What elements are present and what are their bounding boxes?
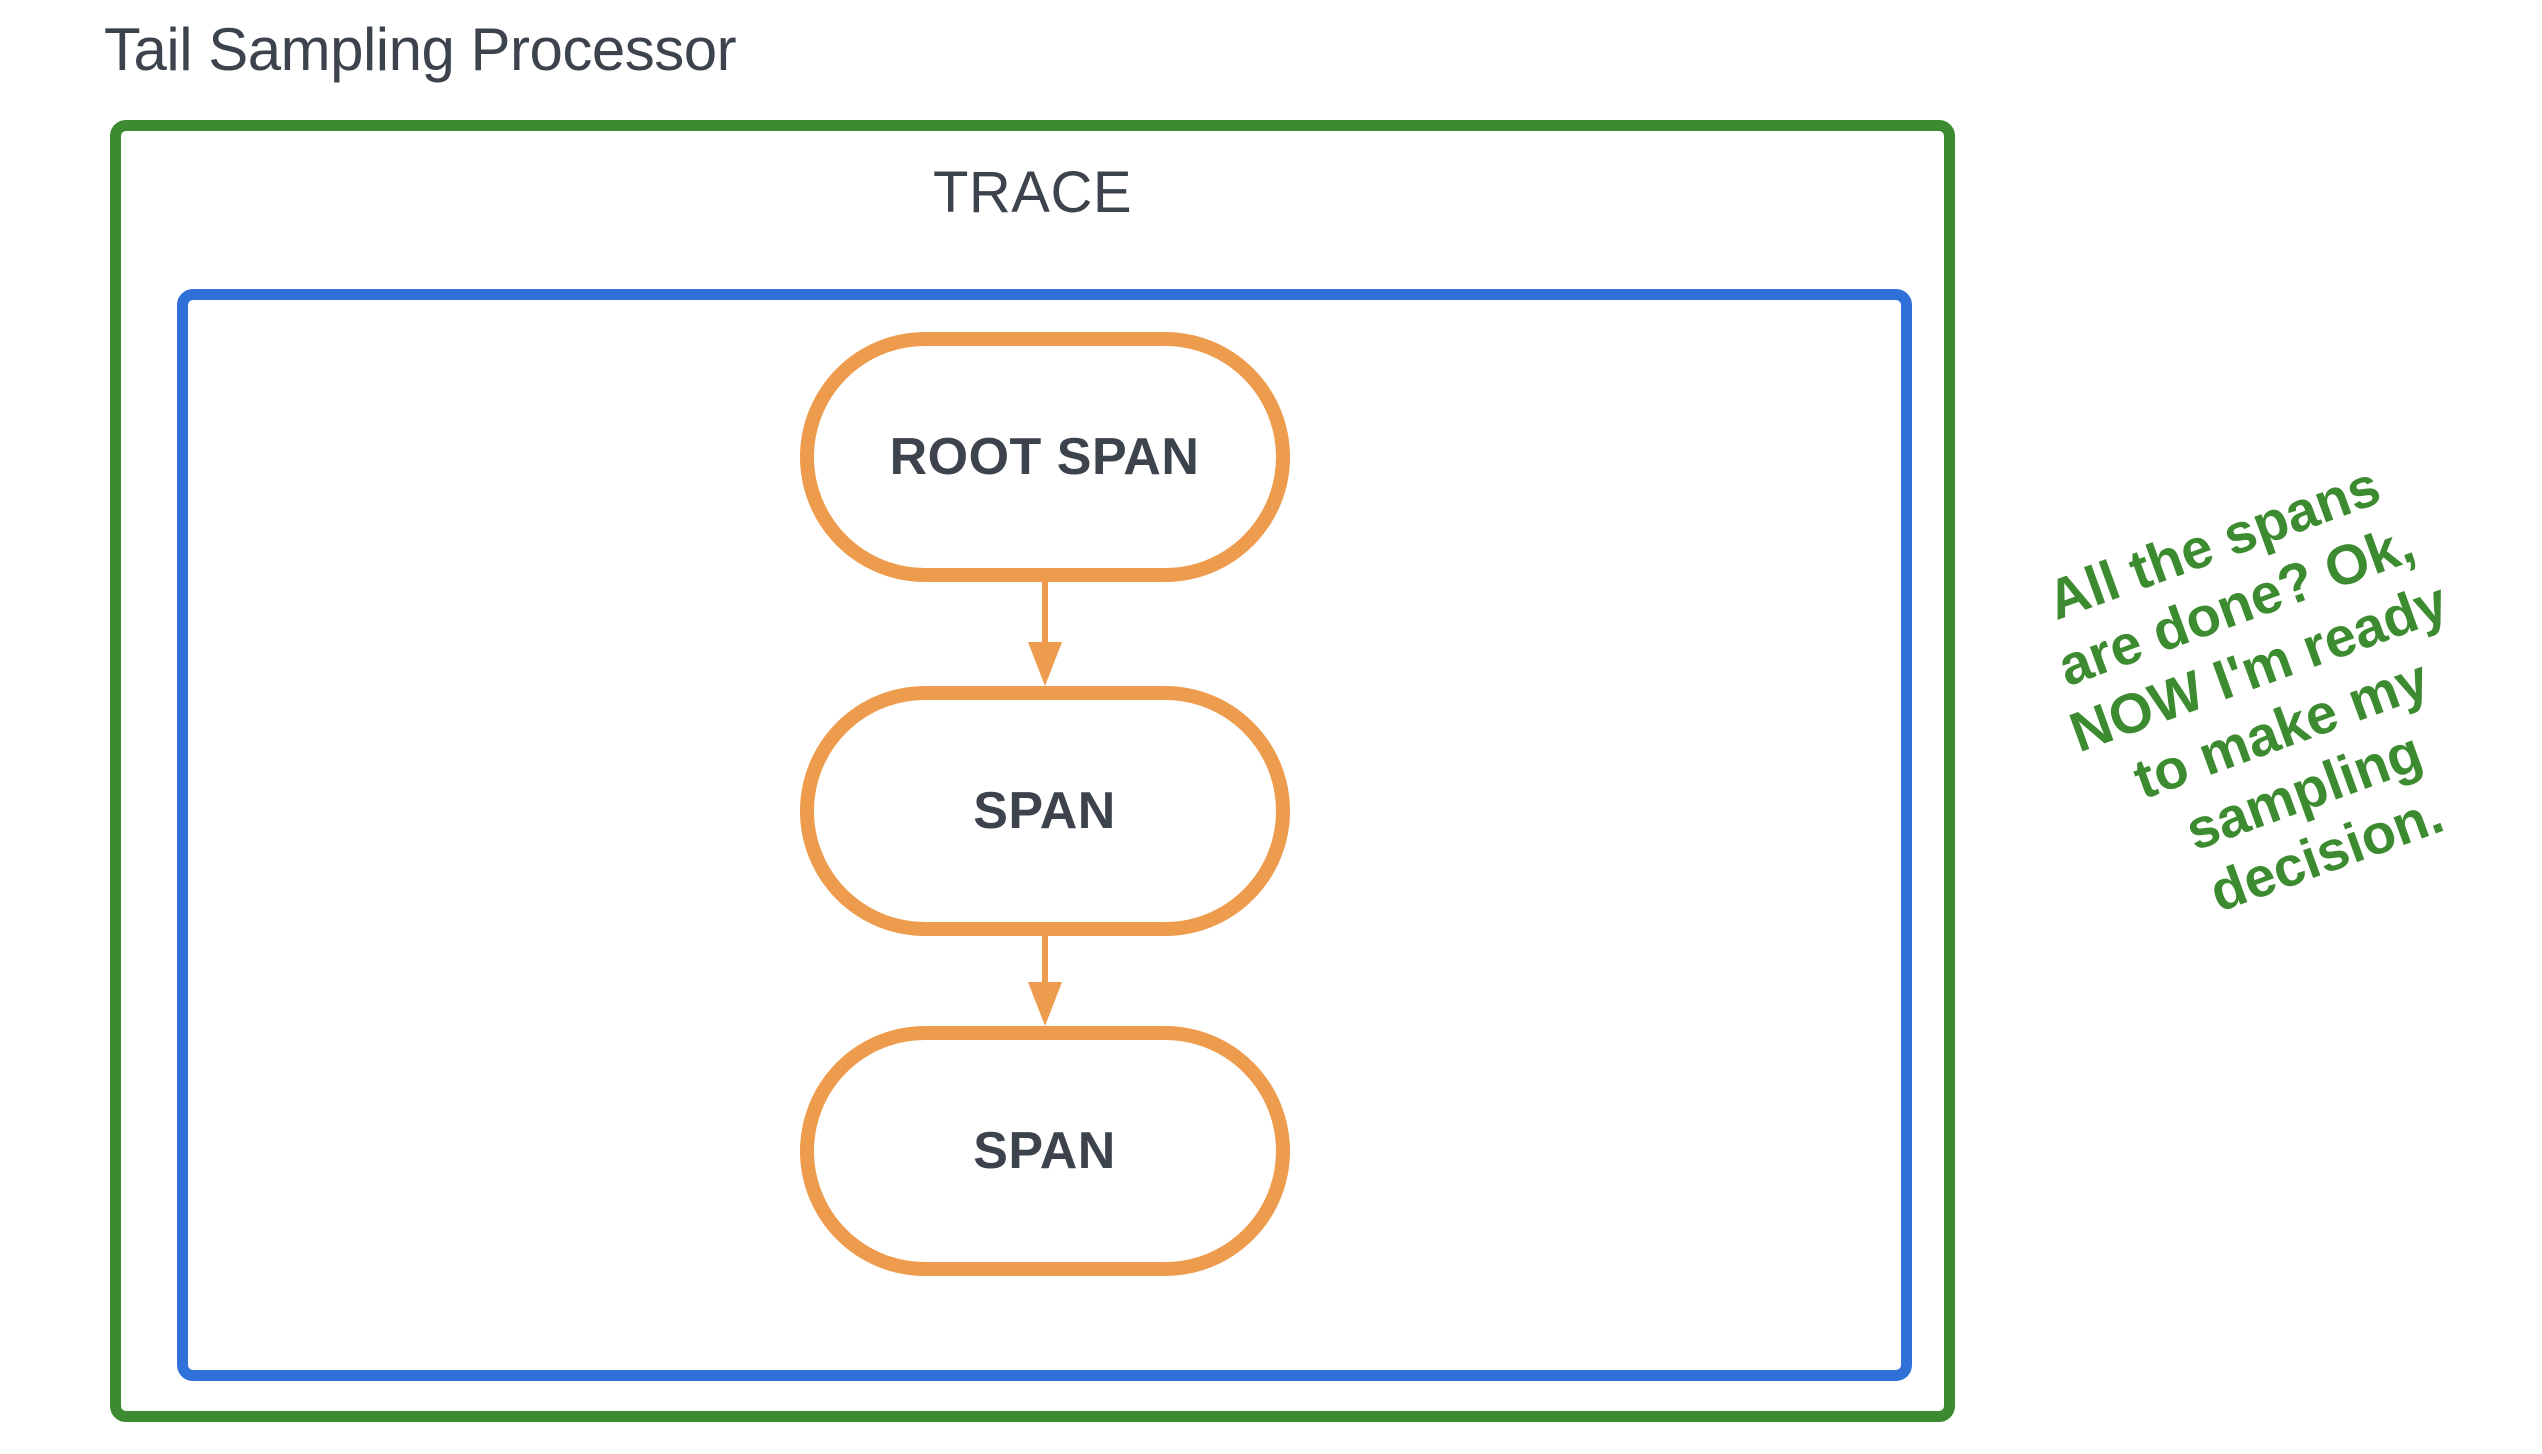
span-node-child-1[interactable]: SPAN (799, 686, 1290, 936)
trace-container: ROOT SPAN SPAN SPAN (177, 289, 1912, 1381)
flow-arrow-icon (1027, 582, 1062, 686)
arrow-head-icon (1027, 642, 1062, 686)
arrow-head-icon (1027, 982, 1062, 1026)
span-node-label: SPAN (973, 782, 1116, 840)
flow-arrow-icon (1027, 936, 1062, 1026)
annotation-callout: All the spans are done? Ok, NOW I'm read… (1958, 423, 2542, 973)
span-node-label: SPAN (973, 1122, 1116, 1180)
arrow-shaft (1041, 936, 1048, 982)
arrow-shaft (1041, 582, 1048, 642)
page-title: Tail Sampling Processor (104, 16, 737, 83)
trace-label: TRACE (932, 160, 1133, 225)
span-flow: ROOT SPAN SPAN SPAN (188, 300, 1901, 1370)
span-node-label: ROOT SPAN (889, 428, 1200, 486)
tail-sampling-processor-container: TRACE ROOT SPAN SPAN SPAN (110, 120, 1955, 1422)
span-node-child-2[interactable]: SPAN (799, 1026, 1290, 1276)
span-node-root[interactable]: ROOT SPAN (799, 332, 1290, 582)
